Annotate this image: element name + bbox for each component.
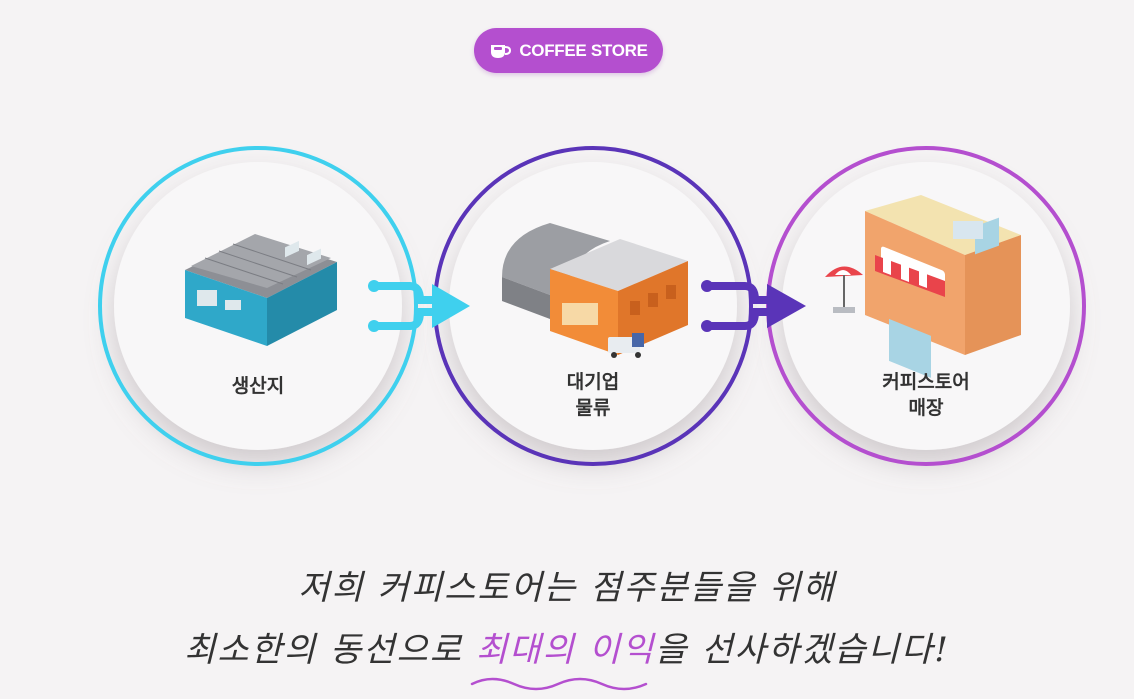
coffee-cup-icon xyxy=(491,44,512,58)
coffee-store-icon xyxy=(825,195,1021,378)
badge-label: COFFEE STORE xyxy=(519,40,648,60)
step-label-store: 커피스토어 매장 xyxy=(882,372,970,419)
slogan-line-2-start: 최소한의 동선으로 xyxy=(184,630,476,670)
slogan-line-2: 최소한의 동선으로 최대의 이익을 선사하겠습니다! xyxy=(0,622,1134,671)
arrow-connector-2 xyxy=(701,280,806,332)
slogan-line-2-end: 을 선사하겠습니다! xyxy=(655,630,950,670)
supply-chain-diagram xyxy=(98,146,1086,466)
warehouse-icon xyxy=(502,223,688,358)
factory-icon xyxy=(185,234,337,346)
highlight-underline xyxy=(470,677,648,691)
slogan-highlight: 최대의 이익 xyxy=(475,630,656,670)
slogan-line-1: 저희 커피스토어는 점주분들을 위해 xyxy=(298,568,836,608)
step-label-logistics: 대기업 물류 xyxy=(566,372,620,419)
coffee-store-badge: COFFEE STORE xyxy=(474,28,663,73)
arrow-connector-1 xyxy=(368,280,470,332)
step-label-production: 생산지 xyxy=(231,376,285,397)
